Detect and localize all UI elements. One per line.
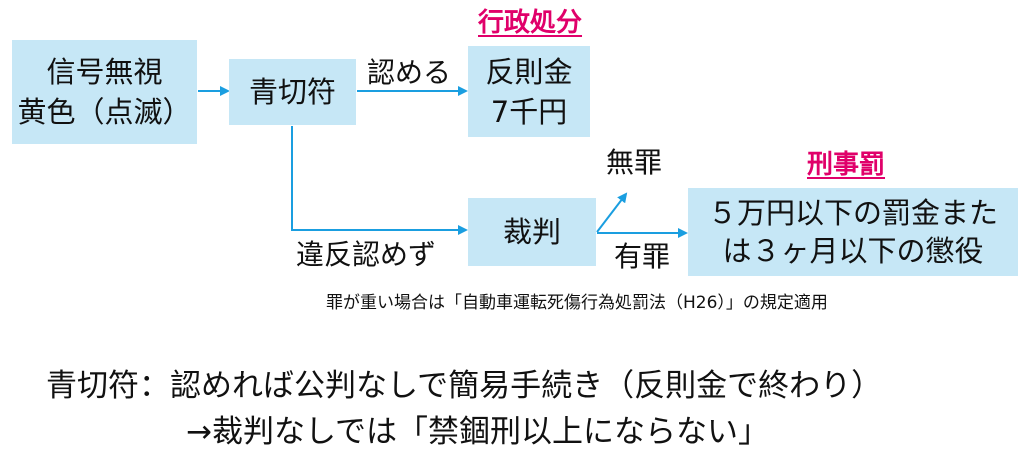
header-criminal-penalty: 刑事罰 — [807, 150, 886, 180]
summary-line-2: →裁判なしでは「禁錮刑以上にならない」 — [186, 414, 770, 450]
edge-label-guilty: 有罪 — [614, 240, 671, 273]
box-blue-ticket-label: 青切符 — [248, 75, 336, 109]
box-trial-label: 裁判 — [502, 215, 561, 249]
summary-line-1: 青切符：認めれば公判なしで簡易手続き（反則金で終わり） — [46, 368, 883, 404]
arrow-ticket-to-trial — [291, 126, 468, 235]
box-signal-violation-line2: 黄色（点滅） — [17, 95, 192, 129]
box-signal-violation-line1: 信号無視 — [46, 55, 163, 89]
box-fine: 反則金 7千円 — [468, 46, 590, 137]
edge-label-not-admit: 違反認めず — [296, 238, 437, 271]
box-fine-line1: 反則金 — [485, 54, 573, 89]
edge-label-admit: 認める — [367, 56, 452, 89]
edge-label-not-guilty: 無罪 — [606, 146, 663, 179]
box-blue-ticket: 青切符 — [229, 59, 356, 125]
box-criminal-penalty-line1: ５万円以下の罰金また — [707, 196, 998, 230]
box-trial: 裁判 — [468, 198, 596, 266]
arrow-trial-to-not-guilty — [596, 192, 628, 233]
box-criminal-penalty-line2: は３ヶ月以下の懲役 — [722, 234, 984, 268]
box-fine-line2: 7千円 — [490, 94, 568, 129]
box-criminal-penalty: ５万円以下の罰金また は３ヶ月以下の懲役 — [688, 188, 1018, 276]
box-signal-violation: 信号無視 黄色（点滅） — [12, 40, 197, 144]
law-application-note: 罪が重い場合は「自動車運転死傷行為処罰法（H26）」の規定適用 — [326, 293, 828, 313]
header-administrative-disposition: 行政処分 — [478, 8, 583, 38]
